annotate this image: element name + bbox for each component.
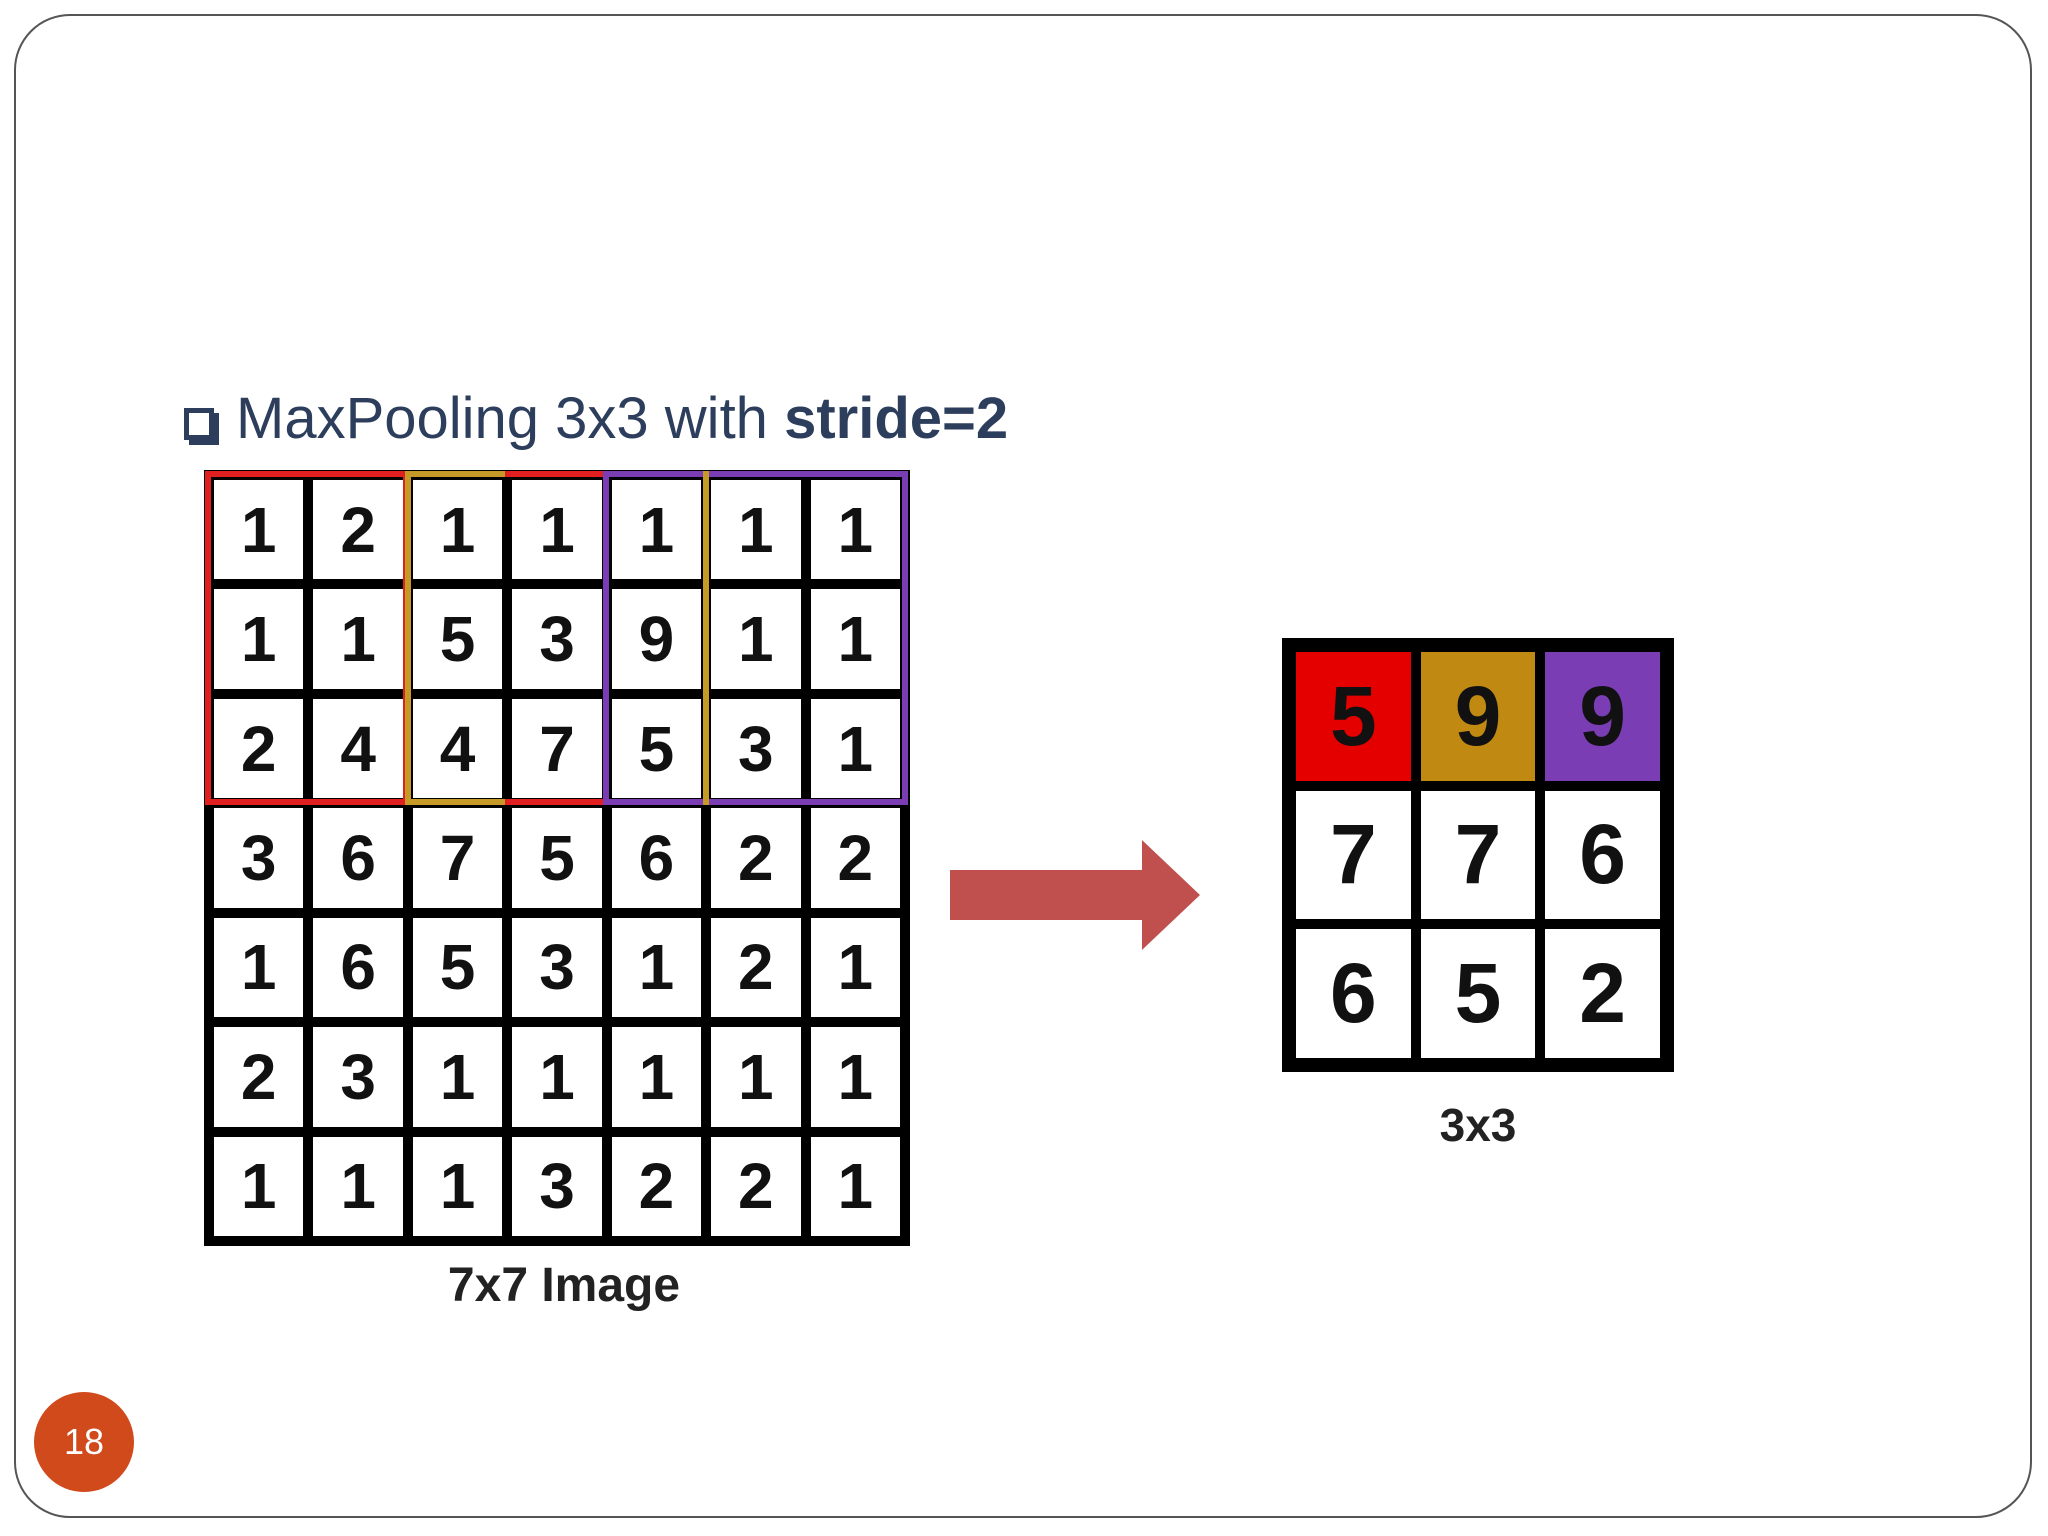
input-cell: 1 [810, 589, 900, 689]
input-cell: 3 [512, 917, 602, 1018]
input-cell: 1 [810, 698, 900, 799]
input-cell: 5 [412, 589, 503, 689]
input-cell: 1 [611, 480, 702, 580]
output-cell: 9 [1420, 652, 1536, 781]
input-cell: 2 [313, 480, 403, 580]
input-cell: 5 [412, 917, 503, 1018]
input-cell: 2 [810, 808, 900, 908]
input-cell: 3 [512, 589, 602, 689]
slide-heading: MaxPooling 3x3 with stride=2 [184, 385, 1008, 452]
input-cell: 7 [412, 808, 503, 908]
input-cell: 6 [611, 808, 702, 908]
right-arrow-icon [950, 840, 1200, 950]
input-cell: 6 [313, 917, 403, 1018]
input-cell: 1 [810, 917, 900, 1018]
input-cell: 1 [313, 589, 403, 689]
input-cell: 2 [214, 698, 304, 799]
input-cell: 1 [810, 1027, 900, 1127]
input-cell: 1 [810, 480, 900, 580]
output-cell: 9 [1545, 652, 1660, 781]
input-cell: 5 [512, 808, 602, 908]
heading-text: MaxPooling 3x3 with [236, 386, 785, 451]
input-cell: 1 [214, 589, 304, 689]
input-cell: 1 [412, 480, 503, 580]
output-cell: 6 [1545, 790, 1660, 920]
input-cell: 1 [512, 480, 602, 580]
input-cell: 3 [214, 808, 304, 908]
output-caption: 3x3 [1439, 1099, 1517, 1151]
checkbox-bullet-icon [184, 408, 214, 440]
input-cell: 4 [313, 698, 403, 799]
output-cell: 5 [1420, 929, 1536, 1058]
input-cell: 2 [711, 808, 801, 908]
input-cell: 3 [512, 1136, 602, 1236]
input-cell: 1 [512, 1027, 602, 1127]
input-cell: 1 [711, 1027, 801, 1127]
input-cell: 7 [512, 698, 602, 799]
input-cell: 6 [313, 808, 403, 908]
input-cell: 2 [711, 1136, 801, 1236]
input-cell: 3 [313, 1027, 403, 1127]
input-cell: 1 [810, 1136, 900, 1236]
input-cell: 1 [611, 917, 702, 1018]
input-cell: 2 [214, 1027, 304, 1127]
input-cell: 1 [214, 917, 304, 1018]
input-cell: 2 [711, 917, 801, 1018]
input-cell: 1 [711, 480, 801, 580]
input-cell: 1 [711, 589, 801, 689]
output-cell: 5 [1296, 652, 1411, 781]
output-cell: 6 [1296, 929, 1411, 1058]
input-cell: 1 [313, 1136, 403, 1236]
input-cell: 1 [611, 1027, 702, 1127]
heading-stride: stride=2 [784, 386, 1009, 451]
input-cell: 1 [214, 1136, 304, 1236]
slide-number-badge: 18 [34, 1392, 134, 1492]
output-cell: 7 [1296, 790, 1411, 920]
output-cell: 2 [1545, 929, 1660, 1058]
input-caption: 7x7 Image [447, 1259, 681, 1312]
input-cell: 9 [611, 589, 702, 689]
input-cell: 5 [611, 698, 702, 799]
input-cell: 4 [412, 698, 503, 799]
output-cell: 7 [1420, 790, 1536, 920]
input-cell: 1 [412, 1027, 503, 1127]
input-cell: 1 [412, 1136, 503, 1236]
input-cell: 1 [214, 480, 304, 580]
input-cell: 2 [611, 1136, 702, 1236]
input-cell: 3 [711, 698, 801, 799]
